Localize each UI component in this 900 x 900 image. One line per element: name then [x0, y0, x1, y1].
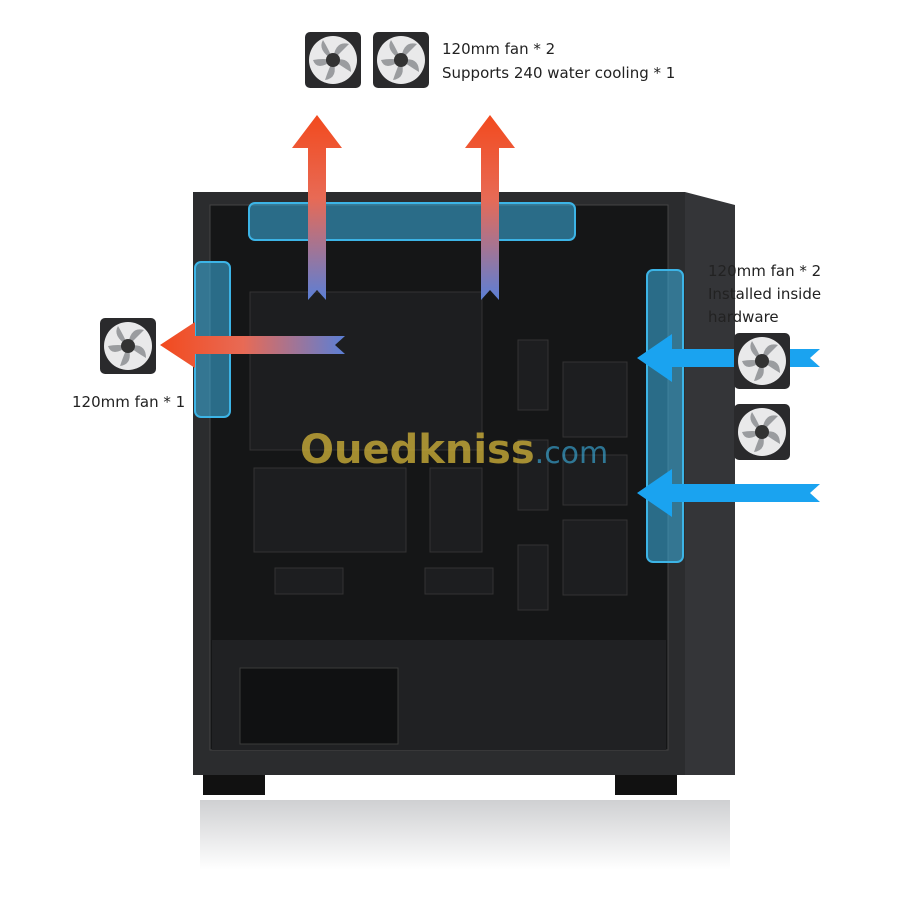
watermark-brand: Ouedkniss — [300, 427, 535, 473]
side-panel — [685, 192, 735, 775]
fan-icon — [100, 318, 156, 374]
top-cooling-label: Supports 240 water cooling * 1 — [442, 64, 675, 82]
front-fan-label-2: Installed inside — [708, 285, 821, 303]
rear-fan-label: 120mm fan * 1 — [72, 393, 185, 411]
arrow-left-icon — [637, 469, 820, 517]
front-fan-highlight — [646, 269, 684, 563]
fan-icon — [734, 404, 790, 460]
front-fan-label: 120mm fan * 2 — [708, 262, 821, 280]
front-fan-label-3: hardware — [708, 308, 779, 326]
pc-case — [193, 192, 735, 795]
fan-icon — [373, 32, 429, 88]
arrow-up-icon — [292, 115, 342, 300]
arrow-left-icon — [637, 334, 820, 382]
fan-icon — [305, 32, 361, 88]
watermark: Ouedkniss.com — [300, 427, 608, 473]
fan-icon — [734, 333, 790, 389]
case-reflection — [200, 800, 730, 870]
arrow-up-icon — [465, 115, 515, 300]
arrow-left-icon — [160, 322, 345, 368]
top-fan-label: 120mm fan * 2 — [442, 40, 555, 58]
watermark-suffix: .com — [535, 436, 609, 471]
top-fan-highlight — [248, 202, 576, 241]
